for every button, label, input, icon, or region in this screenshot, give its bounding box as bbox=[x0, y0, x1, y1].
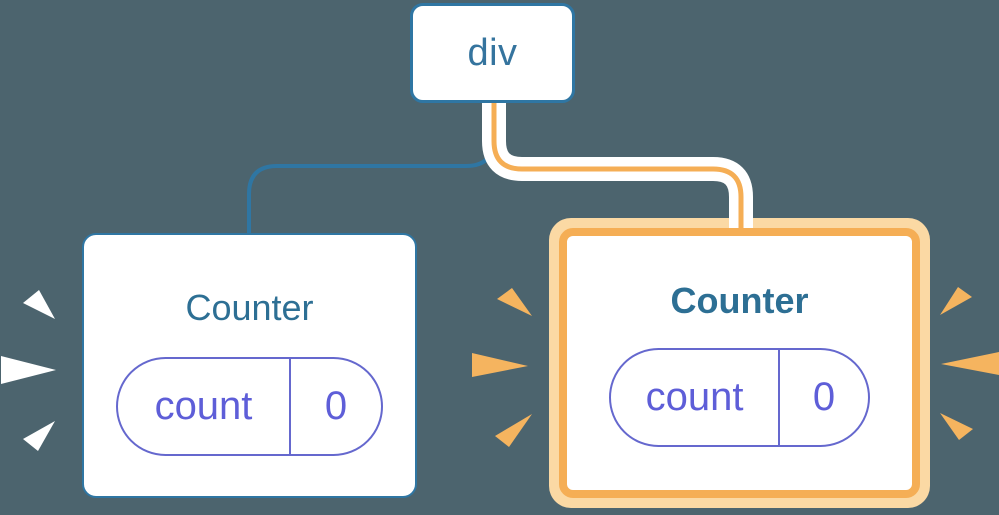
state-pill: count 0 bbox=[609, 348, 870, 447]
counter-title: Counter bbox=[670, 280, 809, 321]
spark-icon bbox=[23, 421, 55, 451]
spark-icon bbox=[497, 288, 532, 316]
state-key: count bbox=[611, 350, 781, 445]
spark-icon bbox=[940, 413, 973, 440]
spark-icon bbox=[940, 287, 972, 315]
edge-to-left-counter bbox=[247, 95, 496, 240]
state-value: 0 bbox=[812, 375, 836, 419]
div-node-label: div bbox=[467, 31, 518, 74]
spark-icon bbox=[472, 353, 528, 377]
spark-icon bbox=[495, 414, 532, 447]
spark-icon bbox=[1, 356, 56, 384]
edge-to-right-counter bbox=[491, 90, 744, 234]
update-sparks-left-counter bbox=[1, 290, 56, 451]
state-value: 0 bbox=[324, 384, 348, 428]
spark-icon bbox=[23, 290, 55, 319]
state-key: count bbox=[118, 359, 291, 454]
edge-to-right-counter-casing bbox=[482, 90, 753, 234]
counter-card-right: Counter count 0 bbox=[559, 228, 920, 498]
counter-card-left: Counter count 0 bbox=[82, 233, 417, 498]
state-pill: count 0 bbox=[116, 357, 383, 456]
render-sparks-right-counter-right bbox=[940, 287, 999, 440]
spark-icon bbox=[941, 352, 999, 375]
div-node: div bbox=[410, 3, 575, 103]
render-sparks-right-counter-left bbox=[472, 288, 532, 447]
counter-title: Counter bbox=[185, 287, 314, 328]
